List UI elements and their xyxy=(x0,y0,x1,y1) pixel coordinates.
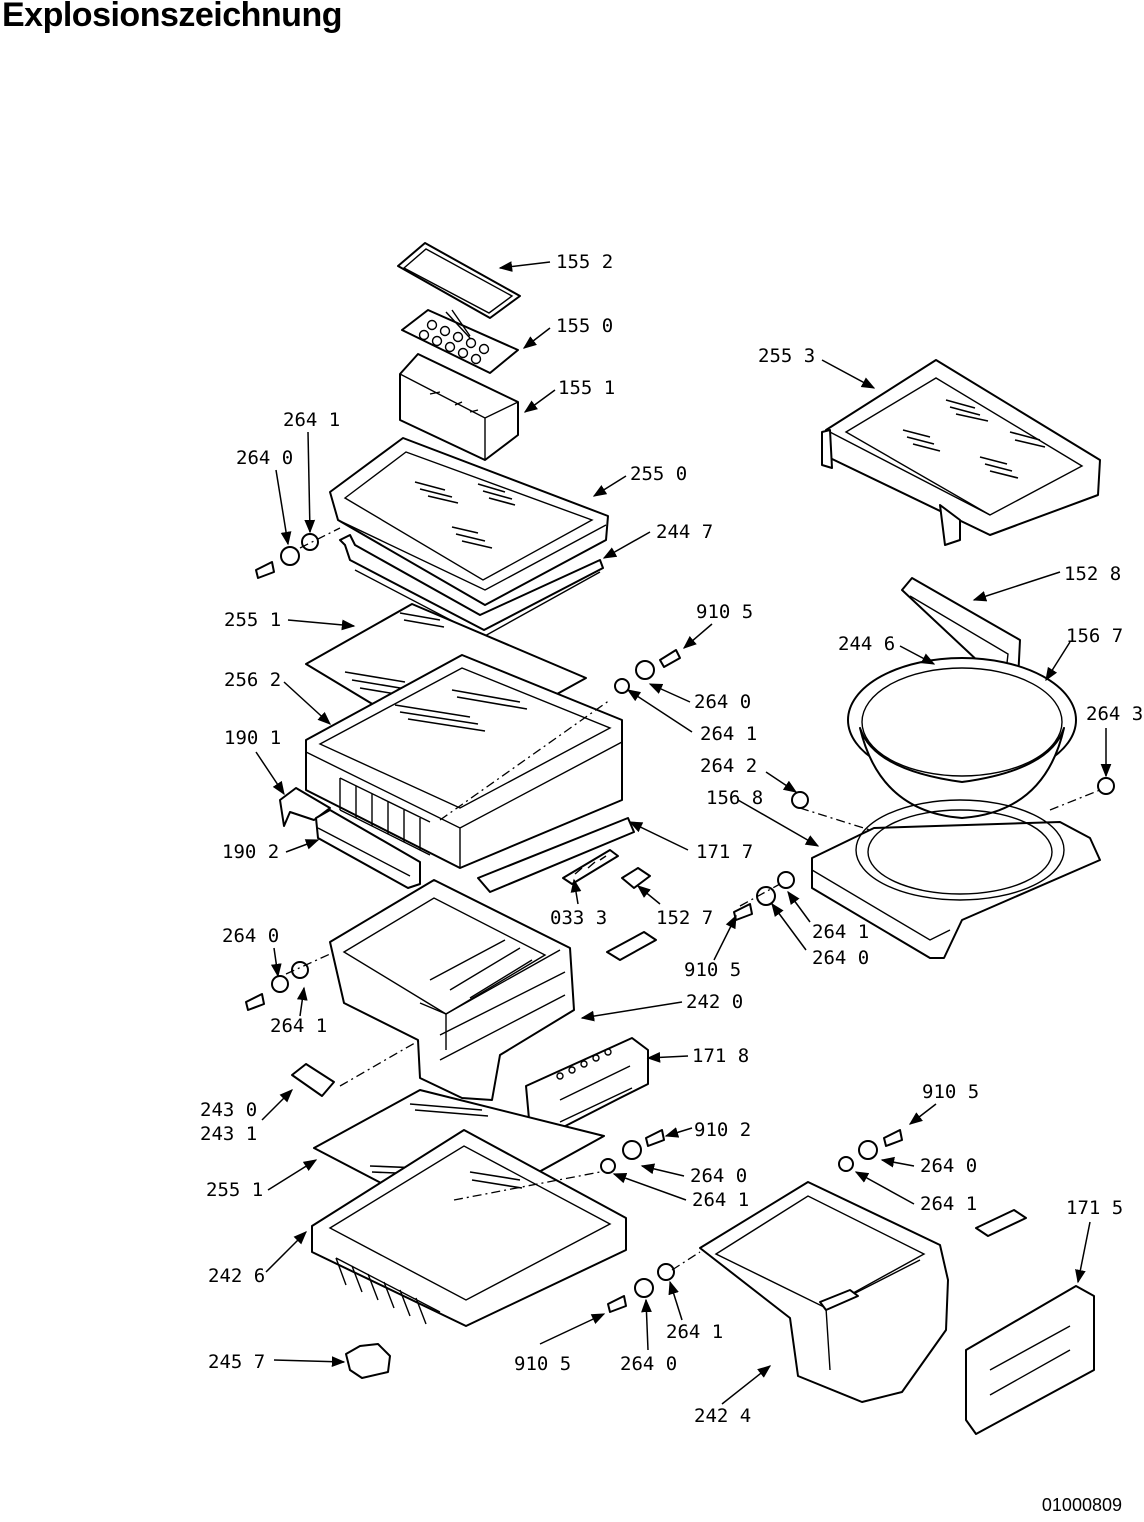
callout-label: 171 5 xyxy=(1066,1197,1123,1219)
part-033-3 xyxy=(562,849,619,885)
callout-label: 245 7 xyxy=(208,1351,265,1373)
callout-label: 910 5 xyxy=(696,601,753,623)
callout-label: 264 0 xyxy=(812,947,869,969)
callout-label: 155 0 xyxy=(556,315,613,337)
callout-label: 155 1 xyxy=(558,377,615,399)
center-lines xyxy=(285,527,1101,1271)
callout-label: 264 0 xyxy=(694,691,751,713)
callout-label: 156 7 xyxy=(1066,625,1123,647)
glass-shelf-255-0 xyxy=(329,437,609,606)
callout-label: 156 8 xyxy=(706,787,763,809)
callout-label: 033 3 xyxy=(550,907,607,929)
callout-label: 264 0 xyxy=(920,1155,977,1177)
callout-label: 264 0 xyxy=(690,1165,747,1187)
page-title: Explosionszeichnung xyxy=(2,0,342,34)
callout-label: 152 7 xyxy=(656,907,713,929)
callout-label: 242 6 xyxy=(208,1265,265,1287)
leader-lines xyxy=(255,261,1112,1405)
callout-label: 244 6 xyxy=(838,633,895,655)
callout-label: 910 2 xyxy=(694,1119,751,1141)
lid-155-2 xyxy=(397,242,521,319)
callout-label: 242 0 xyxy=(686,991,743,1013)
label-strip xyxy=(606,931,657,961)
callout-label: 264 2 xyxy=(700,755,757,777)
callout-label: 255 0 xyxy=(630,463,687,485)
callout-label: 155 2 xyxy=(556,251,613,273)
callout-label: 264 1 xyxy=(692,1189,749,1211)
butter-box-155-1 xyxy=(399,353,519,461)
callout-label: 190 1 xyxy=(224,727,281,749)
callout-label: 264 1 xyxy=(812,921,869,943)
fastener-set xyxy=(245,533,1115,1313)
callout-label: 152 8 xyxy=(1064,563,1121,585)
callout-label: 190 2 xyxy=(222,841,279,863)
handle-171-5 xyxy=(965,1285,1095,1435)
part-152-7 xyxy=(621,867,651,889)
callout-label: 910 5 xyxy=(922,1081,979,1103)
egg-tray-155-0 xyxy=(401,309,519,374)
callout-label: 264 3 xyxy=(1086,703,1143,725)
callout-label: 256 2 xyxy=(224,669,281,691)
clip-245-7 xyxy=(345,1343,391,1379)
callout-label: 910 5 xyxy=(684,959,741,981)
callout-label: 243 0 xyxy=(200,1099,257,1121)
tray-156-8 xyxy=(811,799,1101,959)
callout-label: 255 3 xyxy=(758,345,815,367)
callout-label: 243 1 xyxy=(200,1123,257,1145)
callout-label: 264 1 xyxy=(920,1193,977,1215)
callout-labels: 155 2 155 0 155 1 255 3 264 1 264 0 255 … xyxy=(200,251,1143,1427)
drawer-242-4 xyxy=(699,1181,949,1403)
callout-label: 910 5 xyxy=(514,1353,571,1375)
callout-label: 242 4 xyxy=(694,1405,751,1427)
callout-label: 264 0 xyxy=(236,447,293,469)
callout-label: 171 8 xyxy=(692,1045,749,1067)
label-strip-right xyxy=(975,1209,1027,1237)
callout-label: 264 1 xyxy=(270,1015,327,1037)
crisper-drawer-242-0 xyxy=(329,879,575,1101)
callout-label: 255 1 xyxy=(206,1179,263,1201)
callout-label: 255 1 xyxy=(224,609,281,631)
glass-shelf-255-3 xyxy=(821,359,1101,546)
callout-label: 171 7 xyxy=(696,841,753,863)
callout-label: 264 0 xyxy=(620,1353,677,1375)
crisper-cover-256-2 xyxy=(305,654,623,869)
crisper-cover-242-6 xyxy=(311,1129,627,1327)
cover-243-0 xyxy=(291,1063,335,1097)
callout-label: 264 1 xyxy=(283,409,340,431)
callout-label: 264 1 xyxy=(700,723,757,745)
callout-label: 264 0 xyxy=(222,925,279,947)
slide-190-2 xyxy=(315,809,421,889)
bowl-156-7 xyxy=(847,657,1077,819)
document-number: 01000809 xyxy=(1041,1495,1122,1515)
callout-label: 264 1 xyxy=(666,1321,723,1343)
callout-label: 244 7 xyxy=(656,521,713,543)
